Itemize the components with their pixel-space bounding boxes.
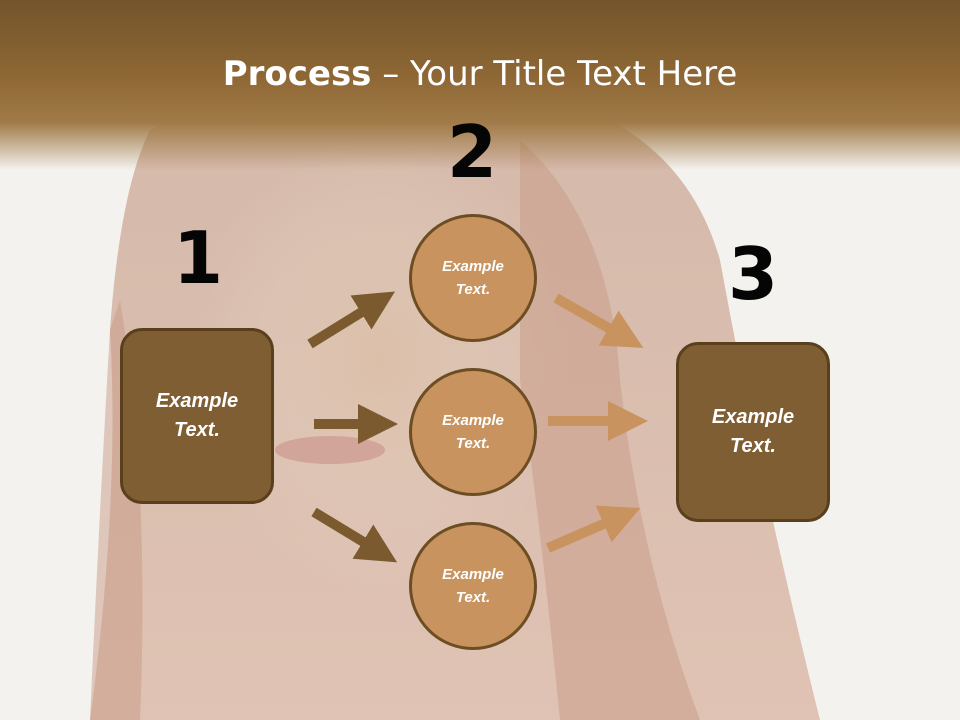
step2-label-middle: Example Text. [442,412,504,452]
step2-label-bottom: Example Text. [442,566,504,606]
step3-label: Example Text. [711,406,795,457]
step-number-2: 2 [446,110,498,194]
page-title: Process – Your Title Text Here [0,52,960,96]
step2-circle-top: Example Text. [409,214,537,342]
step1-box: Example Text. [120,328,274,504]
arrow-2-to-3-bottom [546,505,641,553]
step1-label: Example Text. [155,390,239,441]
arrow-2-to-3-top [553,293,644,348]
arrow-1-to-2-bottom [311,507,398,563]
step-number-1: 1 [172,216,224,300]
title-rest: – Your Title Text Here [371,54,738,94]
header-band [0,0,960,170]
step2-circle-middle: Example Text. [409,368,537,496]
step2-label-top: Example Text. [442,258,504,298]
title-bold: Process [222,54,372,94]
step2-circle-bottom: Example Text. [409,522,537,650]
step3-box: Example Text. [676,342,830,522]
step-number-3: 3 [727,232,779,316]
arrow-1-to-2-top [307,291,396,349]
